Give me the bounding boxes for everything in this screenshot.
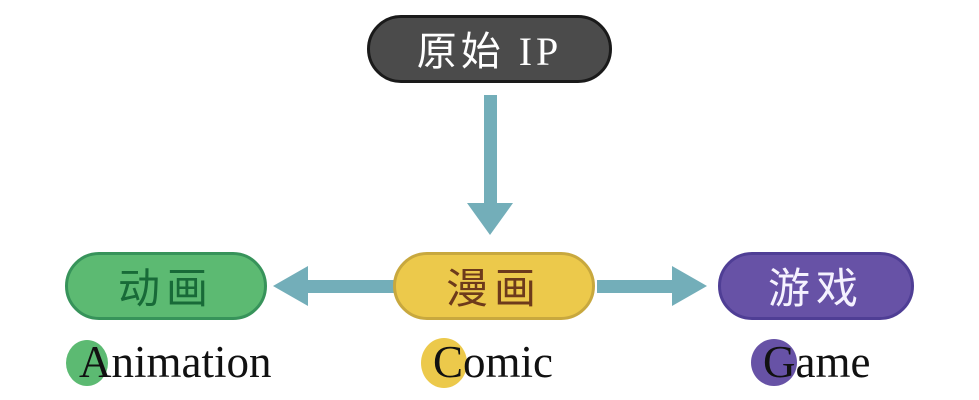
node-original-ip: 原始 IP xyxy=(367,15,612,83)
node-animation-label: 动画 xyxy=(117,266,214,313)
node-animation: 动画 xyxy=(65,252,267,320)
game-dot-icon xyxy=(751,339,797,386)
node-game: 游戏 xyxy=(718,252,914,320)
node-comic-label: 漫画 xyxy=(445,266,542,313)
caption-game-text: Game xyxy=(763,337,871,387)
node-game-label: 游戏 xyxy=(767,266,864,313)
arrow-right-icon xyxy=(597,266,707,311)
caption-comic: Comic xyxy=(421,334,553,390)
node-original-ip-label: 原始 IP xyxy=(416,29,563,74)
caption-animation-text: Animation xyxy=(79,337,272,387)
node-comic: 漫画 xyxy=(393,252,595,320)
animation-dot-icon xyxy=(66,340,108,386)
caption-game: Game xyxy=(751,334,870,390)
arrow-down-icon xyxy=(466,95,514,240)
caption-animation: Animation xyxy=(66,334,271,390)
caption-comic-text: Comic xyxy=(433,337,553,387)
arrow-left-icon xyxy=(273,266,397,311)
comic-dot-icon xyxy=(421,338,467,388)
